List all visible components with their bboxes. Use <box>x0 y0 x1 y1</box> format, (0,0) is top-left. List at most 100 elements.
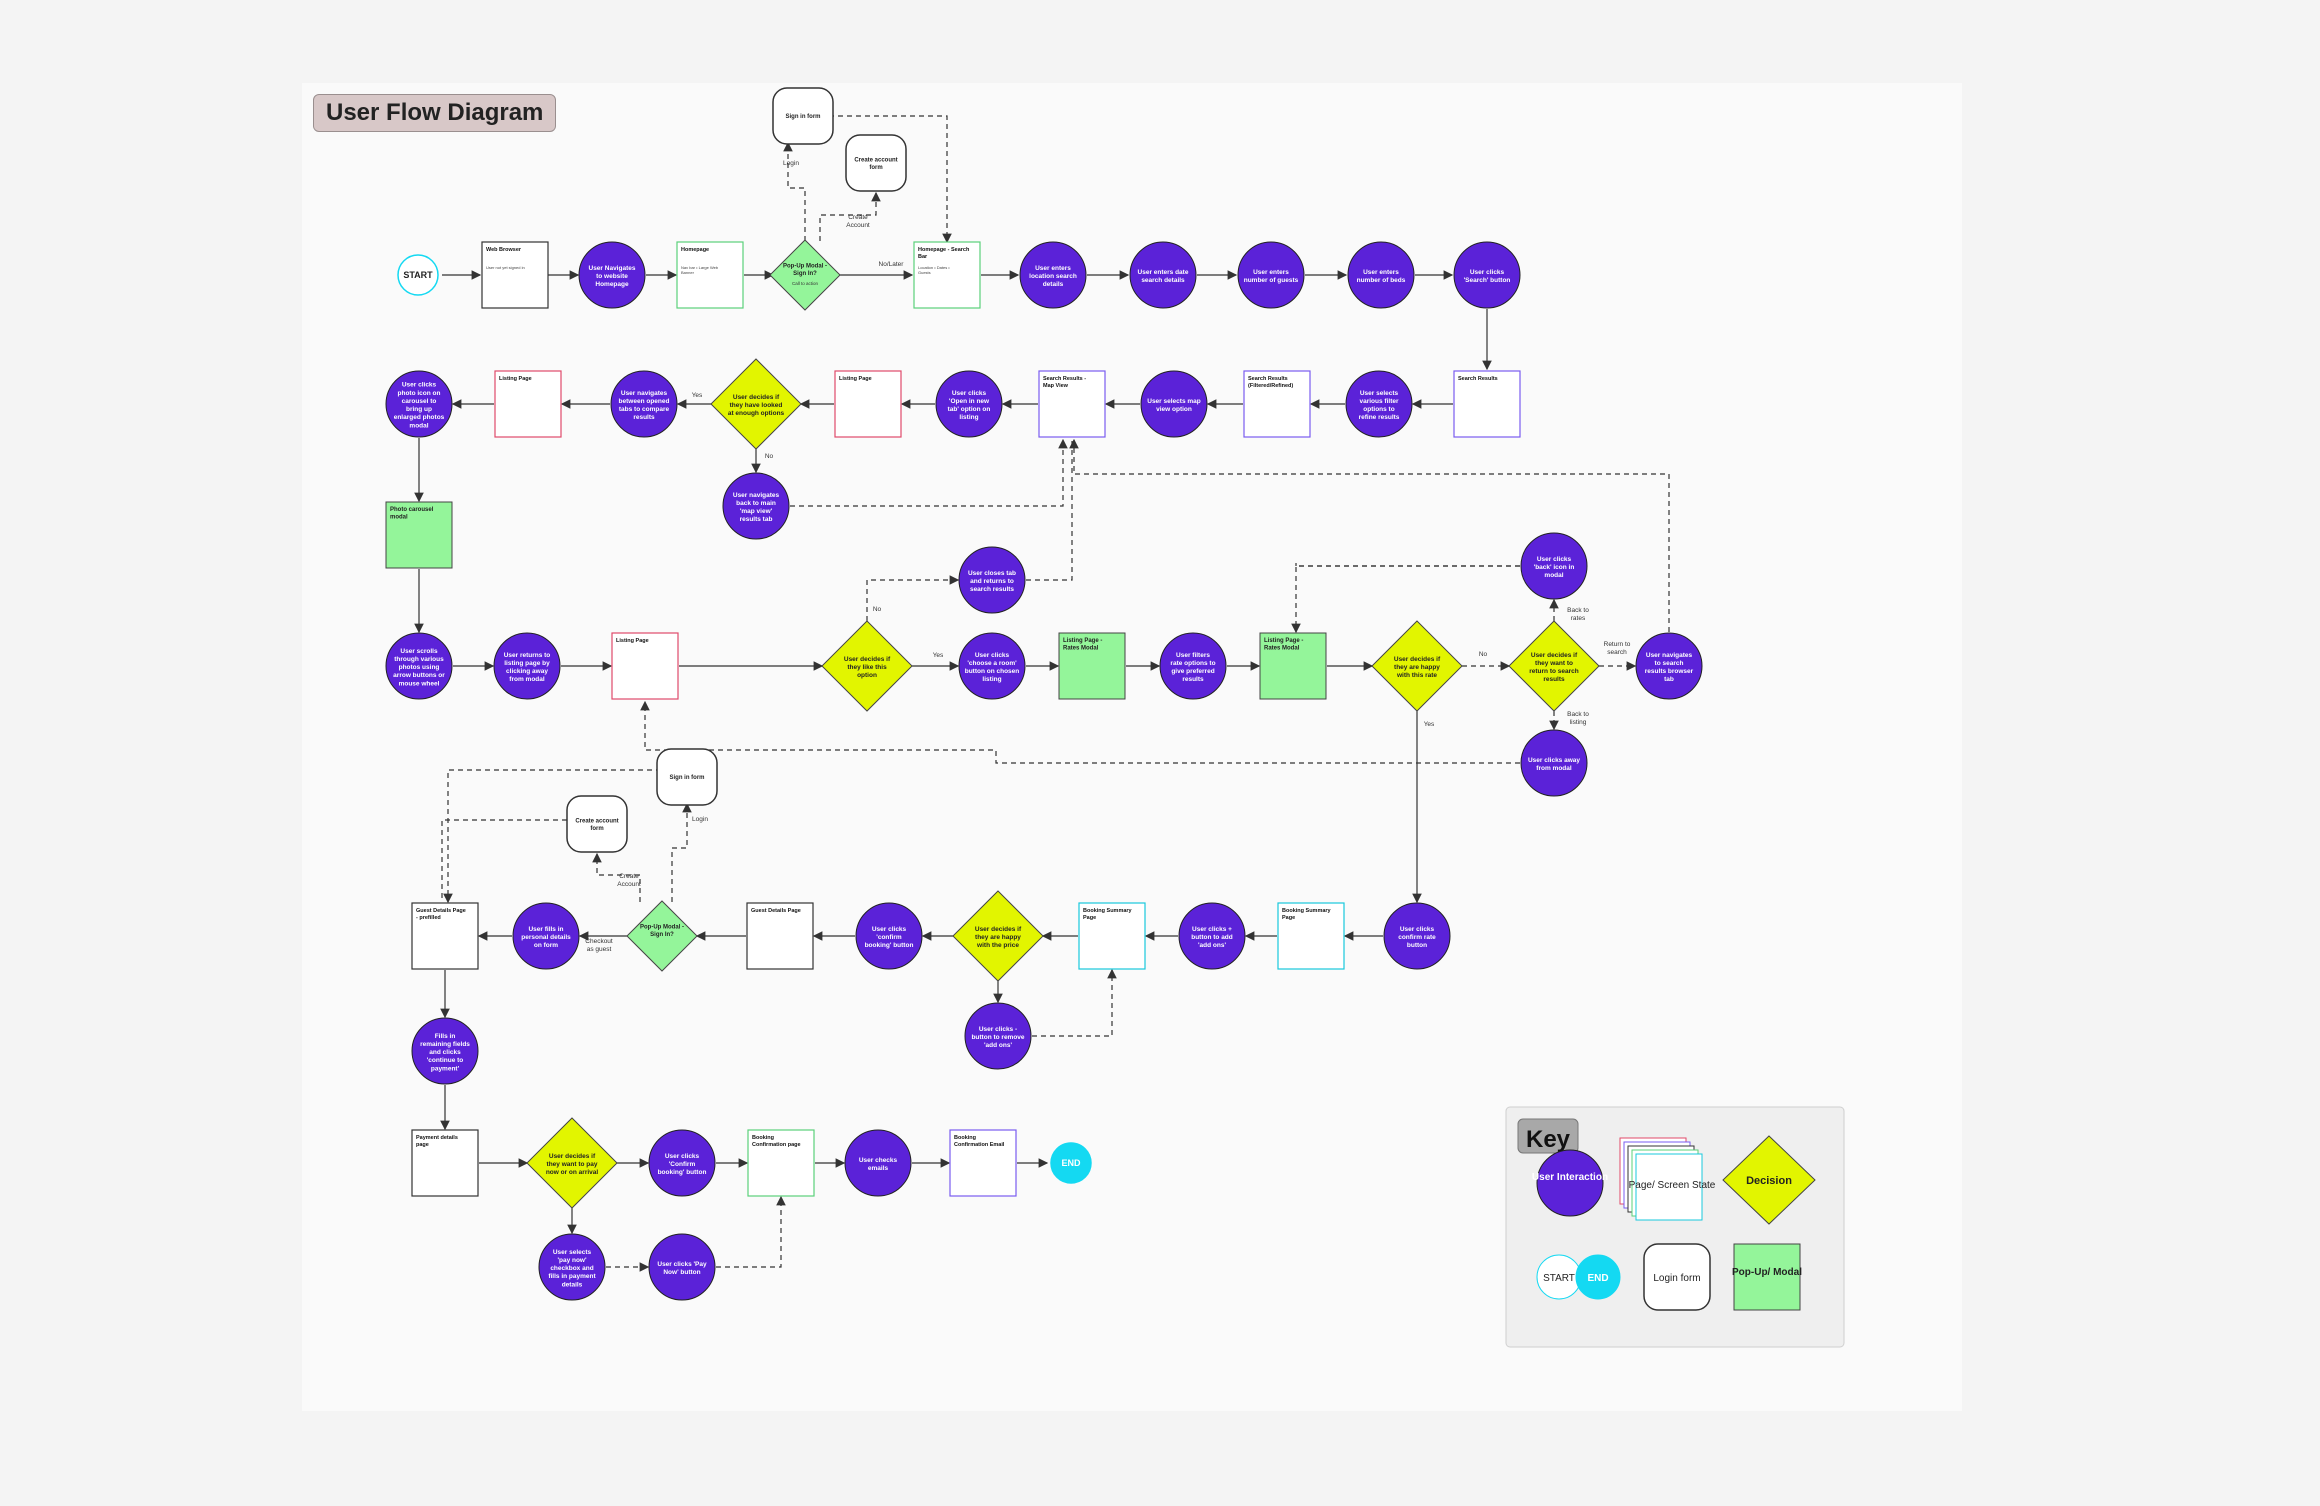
node-click-add: User clicks +button to add'add ons' <box>1178 902 1246 970</box>
connector-label: No/Later <box>879 261 905 268</box>
modal-label: Listing Page -Rates Modal <box>1063 638 1102 652</box>
page-label: Search Results(Filtered/Refined) <box>1248 376 1293 389</box>
decision-node <box>952 890 1044 982</box>
modal-decision-node <box>626 900 698 972</box>
connector-label: No <box>1479 651 1488 658</box>
node-search-results-filtered: Search Results(Filtered/Refined) <box>1243 370 1311 438</box>
page-node <box>1078 902 1146 970</box>
node-listing-page-1: Listing Page <box>834 370 902 438</box>
page-label: Listing Page <box>499 376 532 382</box>
page-node <box>1243 370 1311 438</box>
decision-node <box>526 1117 618 1209</box>
interaction-label: User clicks'choose a room'button on chos… <box>965 652 1020 683</box>
page-node <box>746 902 814 970</box>
page-node <box>481 241 549 309</box>
connector <box>819 191 881 241</box>
connector <box>592 852 641 902</box>
connector <box>716 1195 786 1268</box>
connector <box>443 769 661 904</box>
interaction-node <box>1129 241 1197 309</box>
end-node <box>1050 1142 1092 1184</box>
interaction-label: User clicks'Search' button <box>1464 269 1511 284</box>
connector <box>1069 438 1670 632</box>
interaction-node <box>512 902 580 970</box>
page-label: Search Results -Map View <box>1043 376 1086 389</box>
interaction-node <box>1237 241 1305 309</box>
interaction-node <box>610 370 678 438</box>
decision-node <box>710 358 802 450</box>
interaction-node <box>648 1129 716 1197</box>
decision-node <box>1508 620 1600 712</box>
connector-label: Yes <box>692 392 703 399</box>
modal-node <box>1259 632 1327 700</box>
interaction-node <box>1019 241 1087 309</box>
node-search-results: Search Results <box>1453 370 1521 438</box>
interaction-node <box>578 241 646 309</box>
interaction-node <box>1520 532 1588 600</box>
page-node <box>611 632 679 700</box>
modal-decision-label: Pop-Up Modal -Sign In? <box>640 924 684 938</box>
connector-label: Login <box>783 160 799 167</box>
interaction-node <box>385 370 453 438</box>
page-label: Search Results <box>1458 376 1498 382</box>
legend-login-label: Login form <box>1653 1273 1700 1284</box>
page-label: Web Browser <box>486 247 522 253</box>
page-detail: Location • Dates •Guests <box>918 265 950 275</box>
legend: Key User Interaction Page/ Screen State … <box>1505 1106 1845 1348</box>
page-detail: User not yet signed in <box>486 265 525 270</box>
connector <box>441 819 567 902</box>
login-form-node <box>656 748 718 806</box>
node-listing-page-2: Listing Page <box>494 370 562 438</box>
connector <box>1026 440 1073 581</box>
connector <box>820 115 952 244</box>
interaction-node <box>1345 370 1413 438</box>
node-signin-form-2: Sign in form <box>656 748 718 806</box>
legend-interaction-label: User Interaction <box>1532 1172 1608 1183</box>
page-node <box>1038 370 1106 438</box>
login-form-node <box>845 134 907 192</box>
interaction-node <box>964 1002 1032 1070</box>
interaction-node <box>844 1129 912 1197</box>
connector-label: No <box>765 453 774 460</box>
